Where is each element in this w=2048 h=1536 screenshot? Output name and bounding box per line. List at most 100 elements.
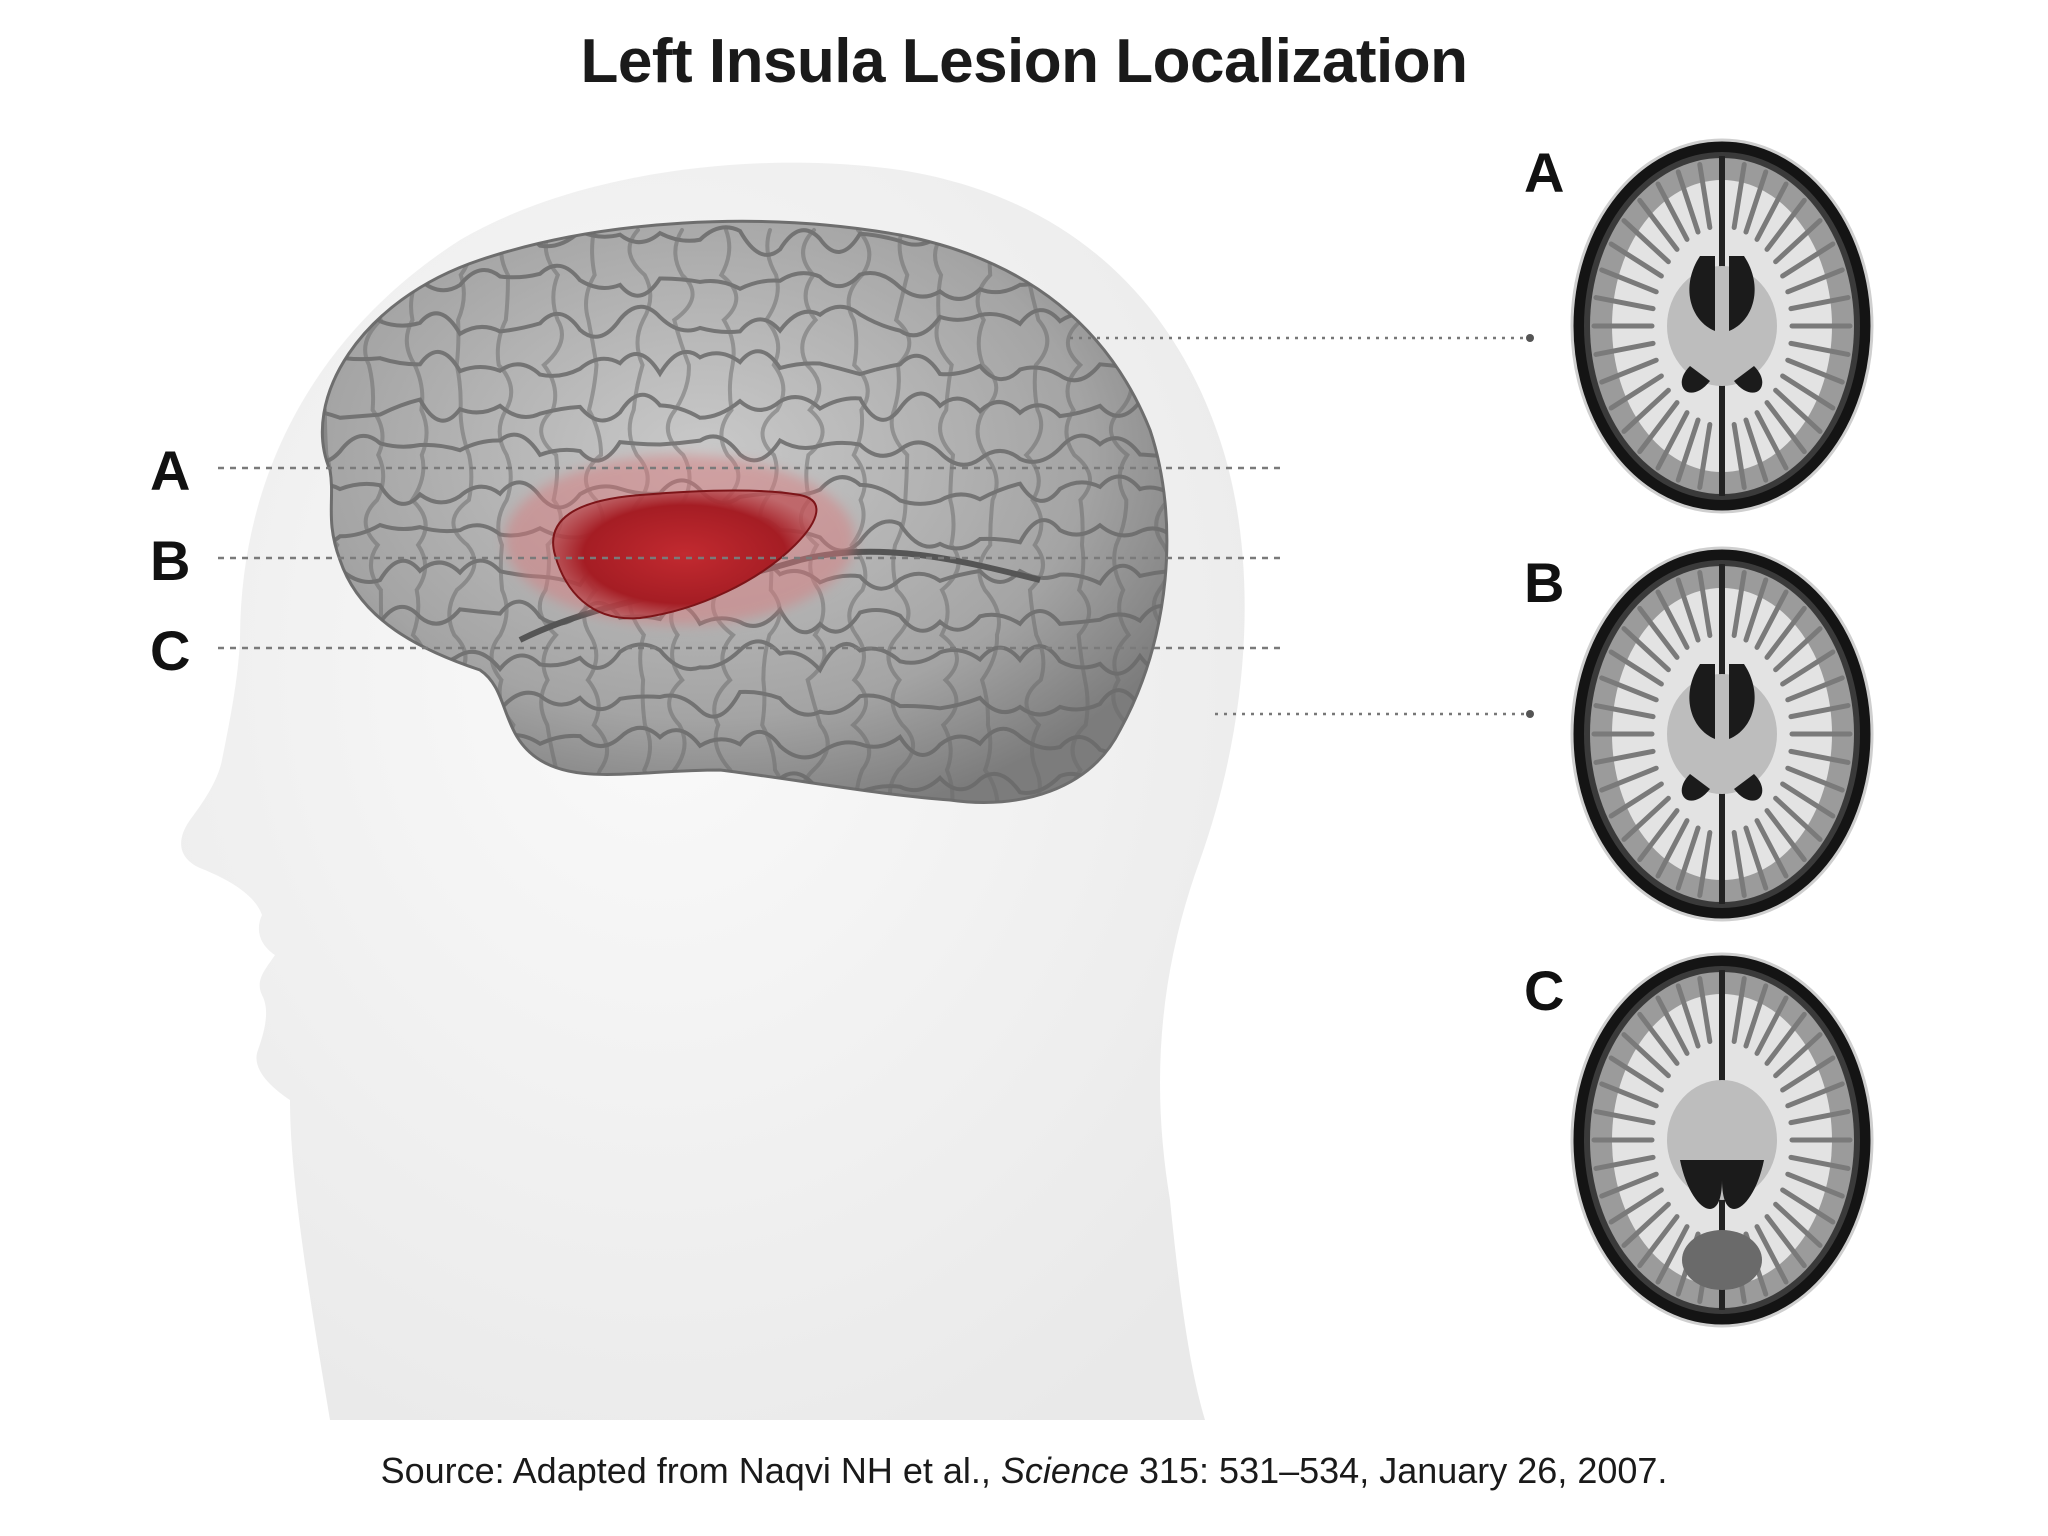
cortex-fold <box>1655 410 1690 471</box>
cortex-fold <box>1621 387 1671 434</box>
cortex-fold <box>1780 373 1836 411</box>
cortex-fold <box>1764 197 1807 252</box>
cortex-fold <box>1675 417 1701 483</box>
cortex-fold <box>1621 218 1671 265</box>
cortex-fold <box>1754 181 1789 242</box>
cortex-fold <box>1608 1187 1664 1225</box>
cortex-fold <box>1788 1109 1851 1126</box>
sulcus-fold <box>846 228 872 803</box>
scan-label-c: C <box>1524 959 1565 1022</box>
axial-scan-c <box>1570 952 1874 1328</box>
cortex-fold <box>1764 400 1807 455</box>
cortex-fold <box>1773 795 1823 842</box>
cortex-fold <box>1731 421 1747 491</box>
cortex-fold <box>1731 975 1747 1045</box>
cortex-fold <box>1785 675 1845 703</box>
cortex-fold <box>1773 387 1823 434</box>
cortex-fold <box>1754 1224 1789 1285</box>
cortex-fold <box>1785 765 1845 793</box>
cortex-fold <box>1675 825 1701 891</box>
cortex-fold <box>1788 295 1851 312</box>
level-lines <box>218 466 1280 650</box>
cortex-fold <box>1599 675 1659 703</box>
cortex-fold <box>1593 703 1656 720</box>
cortex-fold <box>1788 1154 1851 1171</box>
cortex-fold <box>1731 161 1747 231</box>
sulcus-fold <box>975 228 1001 803</box>
cortex-fold <box>1675 169 1701 235</box>
cortex-fold <box>1773 218 1823 265</box>
cortex-fold <box>1599 1171 1659 1199</box>
cortex-fold <box>1637 605 1680 660</box>
cortex-fold <box>1764 808 1807 863</box>
source-journal: Science <box>1000 1450 1129 1491</box>
cortex-fold <box>1675 983 1701 1049</box>
cortex-fold <box>1675 577 1701 643</box>
cortex-fold <box>1743 417 1769 483</box>
cortex-fold <box>1743 825 1769 891</box>
cortex-fold <box>1621 626 1671 673</box>
cortex-fold <box>1593 340 1656 357</box>
level-label-c-left: C <box>150 619 191 682</box>
axial-scan-a <box>1570 138 1874 514</box>
cortex-fold <box>1608 781 1664 819</box>
gyrus-fold <box>322 304 1167 339</box>
cortex-fold <box>1608 373 1664 411</box>
cortex-fold <box>1764 1011 1807 1066</box>
cortex-fold <box>1743 577 1769 643</box>
scan-label-a: A <box>1524 141 1565 204</box>
cortex-fold <box>1785 357 1845 385</box>
cortex-fold <box>1599 1081 1659 1109</box>
cortex-fold <box>1637 1214 1680 1269</box>
cortex-fold <box>1637 1011 1680 1066</box>
cortex-fold <box>1697 829 1713 899</box>
cortex-fold <box>1621 795 1671 842</box>
cortex-fold <box>1780 241 1836 279</box>
cortex-fold <box>1773 1201 1823 1248</box>
axial-scan-b <box>1570 546 1874 922</box>
level-label-b-left: B <box>150 529 191 592</box>
insula-lesion <box>505 455 855 625</box>
cortex-fold <box>1780 781 1836 819</box>
source-details: 315: 531–534, January 26, 2007. <box>1138 1450 1668 1491</box>
cortex-fold <box>1773 1032 1823 1079</box>
cortex-fold <box>1697 569 1713 639</box>
cortex-fold <box>1637 808 1680 863</box>
cortex-fold <box>1608 1055 1664 1093</box>
cortex-fold <box>1788 340 1851 357</box>
cortex-fold <box>1731 569 1747 639</box>
cortex-fold <box>1754 995 1789 1056</box>
figure-title: Left Insula Lesion Localization <box>580 27 1468 96</box>
gyrus-fold <box>322 391 1167 423</box>
sulcus-fold <box>489 228 516 803</box>
cortex-fold <box>1780 1055 1836 1093</box>
cortex-fold <box>1731 829 1747 899</box>
cortex-fold <box>1599 765 1659 793</box>
cortex-fold <box>1754 818 1789 879</box>
cortex-fold <box>1780 649 1836 687</box>
cortex-fold <box>1788 703 1851 720</box>
cortex-fold <box>1697 161 1713 231</box>
cortex-fold <box>1655 995 1690 1056</box>
cortex-fold <box>1743 983 1769 1049</box>
level-label-a-left: A <box>150 439 191 502</box>
cortex-fold <box>1608 241 1664 279</box>
sulcus-fold <box>1064 228 1092 803</box>
cortex-fold <box>1593 748 1656 765</box>
cortex-fold <box>1788 748 1851 765</box>
connector-lines <box>1070 334 1534 718</box>
sulcus-fold <box>886 228 916 803</box>
cortex-fold <box>1743 169 1769 235</box>
sulcus-fold <box>1023 228 1050 803</box>
cortex-fold <box>1785 1081 1845 1109</box>
cortex-fold <box>1637 197 1680 252</box>
cortex-fold <box>1655 1224 1690 1285</box>
scan-label-b: B <box>1524 551 1565 614</box>
cortex-fold <box>1773 626 1823 673</box>
cortex-fold <box>1599 267 1659 295</box>
gyrus-fold <box>322 349 1167 383</box>
cortex-fold <box>1697 421 1713 491</box>
cortex-fold <box>1593 295 1656 312</box>
cortex-fold <box>1785 1171 1845 1199</box>
